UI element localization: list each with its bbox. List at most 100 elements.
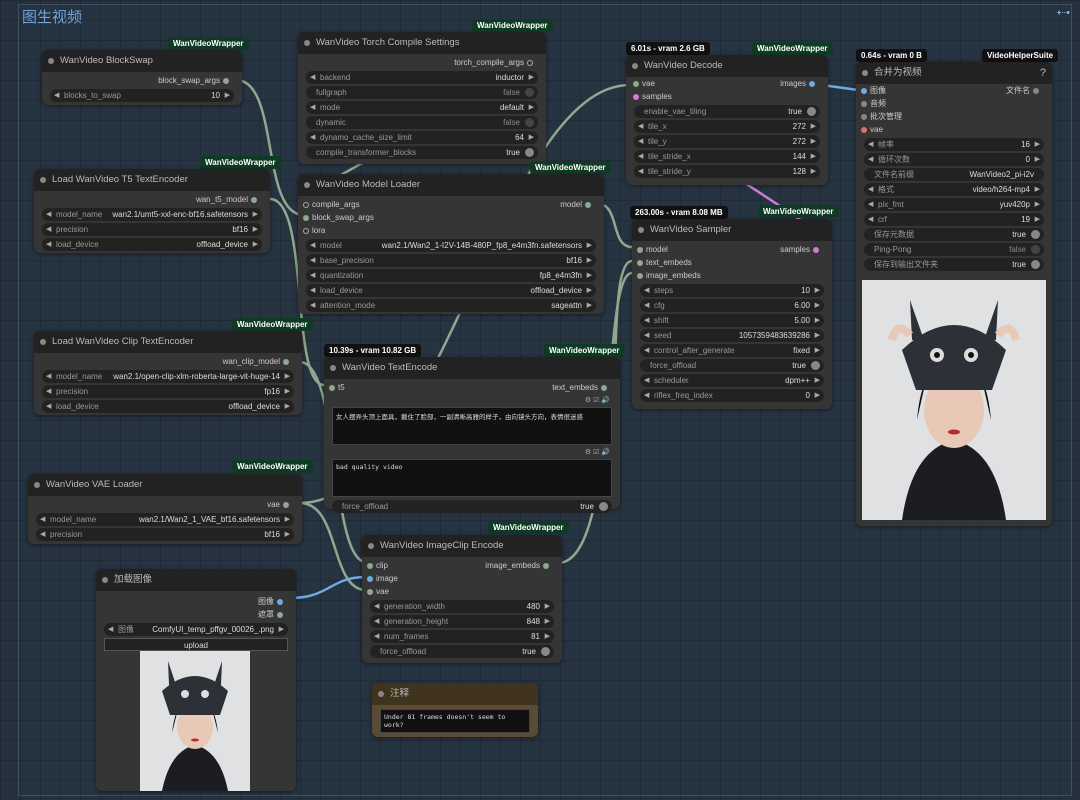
video-preview[interactable] — [862, 280, 1046, 520]
textarea-controls[interactable]: ⚙ ☑ 🔊 — [584, 397, 610, 404]
textarea-controls[interactable]: ⚙ ☑ 🔊 — [584, 449, 610, 456]
badge-torch-compile: WanVideoWrapper — [472, 19, 553, 32]
help-icon[interactable]: ? — [1039, 67, 1046, 79]
output-socket — [527, 59, 533, 66]
negative-prompt-textarea[interactable]: bad quality video — [332, 459, 612, 497]
node-vae-loader[interactable]: WanVideo VAE Loader vae model_namewan2.1… — [28, 474, 302, 544]
toggle-icon — [1031, 260, 1040, 269]
node-title: WanVideo ImageClip Encode — [362, 535, 562, 557]
output-socket — [809, 80, 815, 87]
node-blockswap[interactable]: WanVideo BlockSwap block_swap_args block… — [42, 50, 242, 105]
badge-sampler: WanVideoWrapper — [758, 205, 839, 218]
widget-vae-model-name[interactable]: model_namewan2.1/Wan2_1_VAE_bf16.safeten… — [36, 513, 294, 526]
toggle-icon — [811, 361, 820, 370]
toggle-icon — [1031, 230, 1040, 239]
widget-clip-model-name[interactable]: model_namewan2.1/open-clip-xlm-roberta-l… — [42, 370, 294, 383]
group-title: 图生视频 — [22, 9, 83, 26]
output-socket — [223, 77, 229, 84]
badge-vae: WanVideoWrapper — [232, 460, 313, 473]
pin-icon[interactable]: ⇠• — [1056, 7, 1070, 19]
badge-model-loader: WanVideoWrapper — [530, 161, 611, 174]
note-textarea[interactable]: Under 81 frames doesn't seem to work? — [380, 709, 530, 733]
image-preview — [140, 651, 250, 791]
node-clip-encoder[interactable]: Load WanVideo Clip TextEncoder wan_clip_… — [34, 331, 302, 415]
toggle-icon — [525, 88, 534, 97]
timing-combine: 0.64s - vram 0 B — [856, 49, 927, 62]
badge-blockswap: WanVideoWrapper — [168, 37, 249, 50]
badge-imageclip: WanVideoWrapper — [488, 521, 569, 534]
toggle-icon — [807, 107, 816, 116]
widget-model[interactable]: modelwan2.1/Wan2_1-I2V-14B-480P_fp8_e4m3… — [306, 239, 596, 252]
node-title: 加载图像 — [96, 569, 296, 591]
node-t5-encoder[interactable]: Load WanVideo T5 TextEncoder wan_t5_mode… — [34, 169, 270, 253]
node-torch-compile[interactable]: WanVideo Torch Compile Settings torch_co… — [298, 32, 546, 164]
timing-textencode: 10.39s - vram 10.82 GB — [324, 344, 422, 357]
upload-button[interactable]: upload — [104, 638, 288, 651]
badge-textencode: WanVideoWrapper — [544, 344, 625, 357]
widget-t5-model-name[interactable]: model_namewan2.1/umt5-xxl-enc-bf16.safet… — [42, 208, 262, 221]
node-load-image[interactable]: 加载图像 图像 遮罩 图像ComfyUI_temp_pffgv_00026_.p… — [96, 569, 296, 791]
badge-t5: WanVideoWrapper — [200, 156, 281, 169]
positive-prompt-textarea[interactable]: 女人摆弄头顶上面具，戴住了脸部，一副清晰高雅的样子，由向镜头方向，表情很迷惑 — [332, 407, 612, 445]
toggle-icon — [1031, 245, 1040, 254]
node-title: WanVideo Decode — [626, 55, 828, 77]
toggle-icon — [599, 502, 608, 511]
node-title: WanVideo Torch Compile Settings — [298, 32, 546, 54]
node-note[interactable]: 注释 Under 81 frames doesn't seem to work? — [372, 683, 538, 737]
output-label: block_swap_args — [158, 76, 220, 85]
node-title: 注释 — [372, 683, 538, 705]
toggle-icon — [525, 118, 534, 127]
output-socket — [251, 196, 257, 203]
